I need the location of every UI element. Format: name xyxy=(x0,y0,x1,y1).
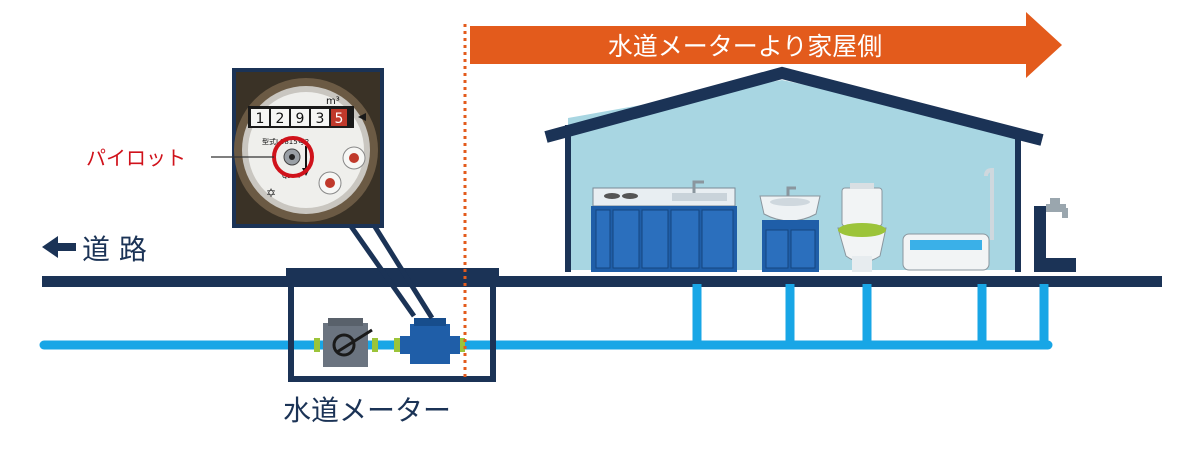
counter-digit: 2 xyxy=(276,111,285,127)
counter-digit: 1 xyxy=(256,111,265,127)
water-pipe xyxy=(39,284,1053,350)
star-mark-icon: ✡ xyxy=(266,186,276,200)
gate-valve-icon xyxy=(323,318,373,367)
pipe-joint xyxy=(314,338,320,352)
road-label: 道 路 xyxy=(82,233,147,266)
left-arrow-icon xyxy=(42,236,76,258)
pipe-joint xyxy=(372,338,378,352)
counter-digit: 5 xyxy=(335,111,344,127)
callout-line xyxy=(369,220,435,320)
meter-label: 水道メーター xyxy=(283,394,451,427)
pilot-label: パイロット xyxy=(86,146,186,170)
dial-unit: m³ xyxy=(326,96,340,107)
outdoor-faucet-icon xyxy=(1034,198,1076,272)
counter-pointer-icon xyxy=(358,113,366,121)
bathtub-icon xyxy=(902,167,994,271)
meter-box xyxy=(288,278,496,382)
toilet-icon xyxy=(837,183,887,272)
ground-line xyxy=(42,276,1162,287)
washbasin-icon xyxy=(759,186,821,272)
house-roof xyxy=(544,66,1044,146)
pipe-joint xyxy=(394,338,400,352)
callout-line xyxy=(345,220,417,318)
pipe-joint xyxy=(459,338,465,352)
dial-model: 型式 xyxy=(262,137,276,146)
water-meter-icon xyxy=(400,318,460,364)
meter-box-lid xyxy=(286,268,499,278)
counter-digit: 3 xyxy=(316,111,325,127)
house-side-arrow: 水道メーターより家屋側 xyxy=(470,12,1062,78)
house-side-label: 水道メーターより家屋側 xyxy=(608,32,883,61)
meter-dial-photo: 1 2 9 3 5 m³ 型式 L0815号2 Q₃=4 ✡ xyxy=(232,68,384,228)
arrow-banner xyxy=(470,12,1062,78)
kitchen-sink-icon xyxy=(591,180,737,272)
counter-digit: 9 xyxy=(296,111,305,127)
dial-serial: L0815号2 xyxy=(276,138,309,146)
road-label-group: 道 路 xyxy=(42,233,147,266)
